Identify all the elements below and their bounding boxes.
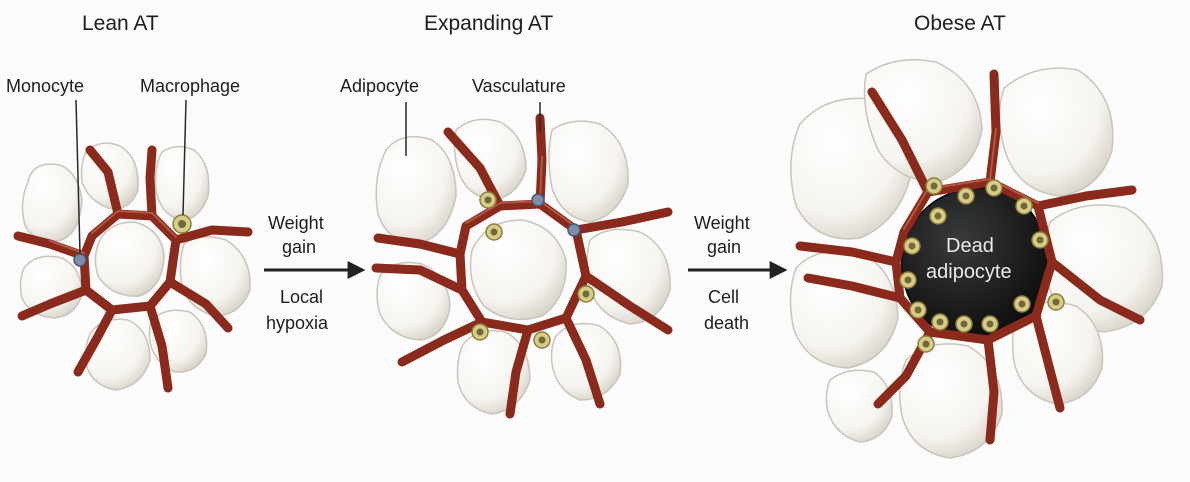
macrophage-cell: [1014, 296, 1030, 312]
macrophage-label: Macrophage: [140, 76, 240, 96]
lean-at-panel: Lean AT Monocyte Macrophage: [6, 12, 250, 390]
macrophage-cell: [910, 302, 926, 318]
macrophage-cell: [900, 272, 916, 288]
macrophage-cell: [1016, 198, 1032, 214]
macrophage-cell: [486, 224, 502, 240]
adipocyte: [471, 220, 567, 319]
arrow2-below-line2: death: [704, 313, 749, 333]
macrophage-cell: [982, 316, 998, 332]
macrophage-cell: [1032, 232, 1048, 248]
adipocyte: [22, 164, 82, 241]
adipocyte-label: Adipocyte: [340, 76, 419, 96]
monocyte-cell: [568, 224, 580, 236]
arrow1-below-line1: Local: [280, 287, 323, 307]
macrophage-cell: [956, 316, 972, 332]
macrophage-cell: [173, 215, 191, 233]
monocyte-cell: [74, 254, 86, 266]
adipocyte: [180, 237, 250, 316]
arrow2-above-line1: Weight: [694, 213, 750, 233]
arrow2-below-line1: Cell: [708, 287, 739, 307]
arrow1-above-line2: gain: [282, 237, 316, 257]
macrophage-cell: [480, 192, 496, 208]
expanding-at-panel: Expanding AT Adipocyte Vasculature: [340, 12, 670, 414]
adipocyte: [549, 121, 628, 222]
adipocyte: [86, 319, 151, 390]
macrophage-cell: [472, 324, 488, 340]
macrophage-cell: [904, 238, 920, 254]
adipocyte: [376, 137, 456, 244]
macrophage-cell: [578, 286, 594, 302]
macrophage-cell: [932, 314, 948, 330]
adipocyte: [826, 370, 892, 442]
macrophage-cell: [1048, 294, 1064, 310]
arrow2-above-line2: gain: [707, 237, 741, 257]
obese-at-panel: Obese AT: [790, 12, 1162, 458]
macrophage-cell: [958, 188, 974, 204]
lean-adipocytes: [20, 143, 250, 390]
monocyte-pointer: [76, 100, 80, 254]
dead-adipocyte-label-line1: Dead: [946, 235, 994, 257]
adipocyte: [95, 222, 164, 296]
obese-at-title: Obese AT: [914, 12, 1006, 35]
dead-adipocyte-label-line2: adipocyte: [926, 261, 1012, 283]
macrophage-cell: [986, 180, 1002, 196]
adipocyte: [156, 146, 209, 220]
macrophage-cell: [918, 336, 934, 352]
arrow-weight-gain-cell-death: Weight gain Cell death: [688, 213, 784, 333]
monocyte-label: Monocyte: [6, 76, 84, 96]
arrow-weight-gain-hypoxia: Weight gain Local hypoxia: [264, 213, 362, 333]
lean-at-title: Lean AT: [82, 12, 159, 35]
macrophage-cell: [534, 332, 550, 348]
adipocyte: [790, 251, 898, 368]
arrow1-below-line2: hypoxia: [266, 313, 329, 333]
monocyte-cell: [532, 194, 544, 206]
adipocyte: [999, 68, 1112, 196]
expanding-at-title: Expanding AT: [424, 12, 553, 35]
macrophage-cell: [930, 208, 946, 224]
vasculature-label: Vasculature: [472, 76, 566, 96]
arrow1-above-line1: Weight: [268, 213, 324, 233]
macrophage-cell: [926, 178, 942, 194]
